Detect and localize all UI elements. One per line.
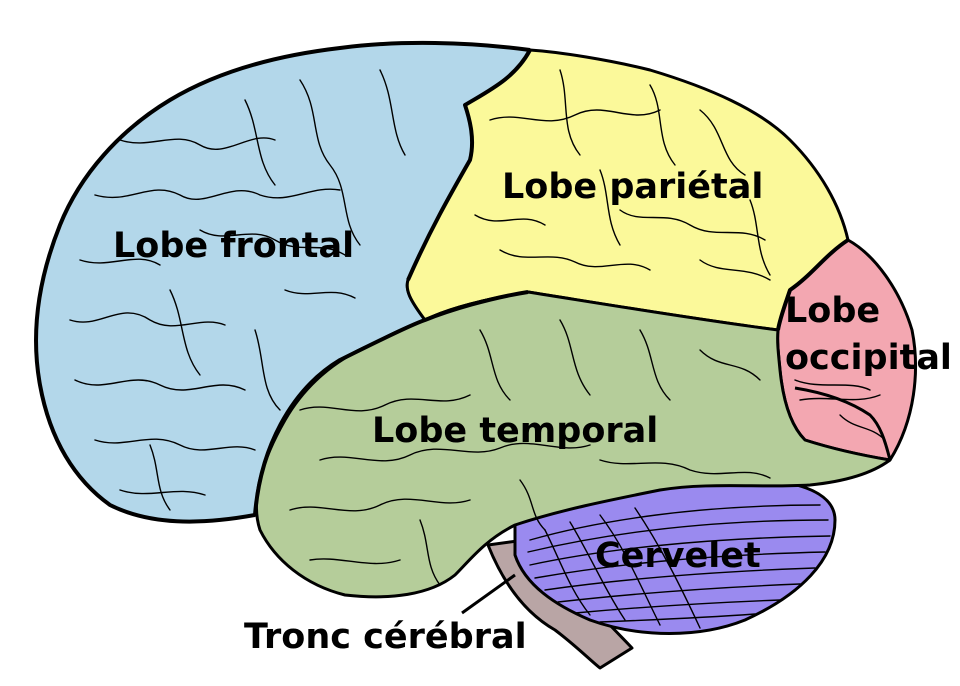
brainstem-leader-line: [461, 573, 516, 615]
lateral-sulcus: [253, 290, 529, 516]
label-occipital-lobe-line1: Lobe: [785, 291, 880, 331]
parieto-occipital-sulcus: [776, 238, 850, 331]
parieto-temporal-boundary: [527, 291, 779, 331]
parietal-gyri: [474, 69, 771, 281]
label-brainstem: Tronc cérébral: [244, 617, 527, 657]
central-sulcus: [406, 49, 532, 281]
label-frontal-lobe: Lobe frontal: [113, 226, 354, 266]
label-cerebellum: Cervelet: [595, 536, 761, 576]
cerebellum-folia: [527, 504, 831, 629]
temporal-gyri: [289, 319, 771, 586]
brain-outline: [34, 40, 531, 524]
label-parietal-lobe: Lobe pariétal: [502, 167, 763, 207]
label-temporal-lobe: Lobe temporal: [372, 411, 658, 451]
occipital-sulcus: [794, 386, 892, 461]
label-occipital-lobe-line2: occipital: [785, 338, 952, 378]
frontal-gyri: [69, 69, 406, 511]
